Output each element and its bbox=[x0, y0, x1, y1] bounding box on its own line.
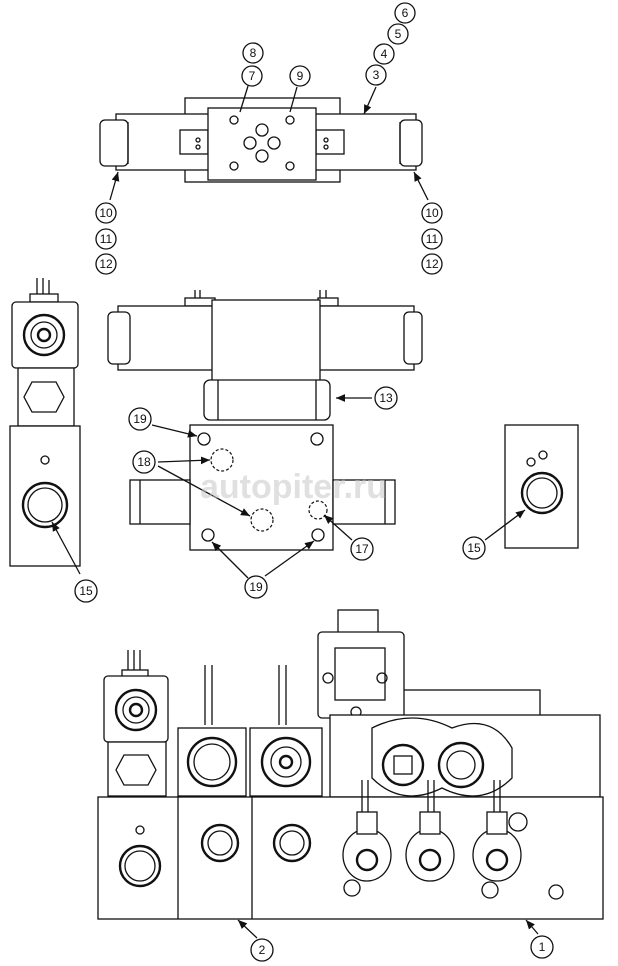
callout-5: 5 bbox=[387, 23, 409, 45]
callout-13: 13 bbox=[374, 386, 398, 410]
svg-text:1: 1 bbox=[539, 940, 546, 954]
callout-15-left: 15 bbox=[74, 579, 98, 603]
callout-19-upper: 19 bbox=[128, 407, 152, 431]
side-view-right-plate bbox=[484, 424, 579, 549]
callout-3: 3 bbox=[365, 64, 387, 86]
watermark: autopiter.ru bbox=[200, 468, 387, 506]
callout-19-lower: 19 bbox=[244, 575, 268, 599]
svg-text:12: 12 bbox=[99, 257, 113, 271]
manifold-assembly bbox=[97, 609, 604, 939]
svg-text:19: 19 bbox=[249, 580, 263, 594]
callout-15-right: 15 bbox=[462, 536, 486, 560]
svg-text:12: 12 bbox=[425, 257, 439, 271]
callout-12-right: 12 bbox=[421, 253, 443, 275]
svg-text:5: 5 bbox=[395, 27, 402, 41]
svg-text:7: 7 bbox=[249, 69, 256, 83]
front-view-valve-assembly bbox=[107, 290, 423, 579]
callout-11-left: 11 bbox=[95, 228, 117, 250]
callout-10-left: 10 bbox=[95, 202, 117, 224]
callout-6: 6 bbox=[394, 2, 416, 24]
svg-text:10: 10 bbox=[425, 206, 439, 220]
callout-12-left: 12 bbox=[95, 253, 117, 275]
svg-text:15: 15 bbox=[467, 541, 481, 555]
subplate-ports bbox=[195, 115, 329, 171]
svg-text:11: 11 bbox=[426, 232, 439, 246]
callout-7: 7 bbox=[241, 65, 263, 87]
callout-4: 4 bbox=[373, 43, 395, 65]
pressure-switches bbox=[342, 780, 522, 882]
svg-text:10: 10 bbox=[99, 206, 113, 220]
svg-text:15: 15 bbox=[79, 584, 93, 598]
callout-18: 18 bbox=[132, 450, 156, 474]
callouts-middle: 13 19 18 17 19 15 15 bbox=[74, 386, 486, 603]
svg-text:11: 11 bbox=[100, 232, 113, 246]
svg-text:3: 3 bbox=[373, 68, 380, 82]
callout-2: 2 bbox=[250, 938, 274, 962]
callout-17: 17 bbox=[350, 537, 374, 561]
side-view-left-valve bbox=[9, 278, 81, 575]
svg-text:4: 4 bbox=[381, 47, 388, 61]
top-view-directional-valve bbox=[99, 85, 429, 201]
svg-text:13: 13 bbox=[379, 391, 393, 405]
callouts-top: 6 5 4 3 8 7 9 10 11 12 10 11 12 bbox=[95, 2, 443, 275]
callout-11-right: 11 bbox=[421, 228, 443, 250]
callout-1: 1 bbox=[530, 935, 554, 959]
callouts-bottom: 2 1 bbox=[250, 935, 554, 962]
svg-text:17: 17 bbox=[355, 542, 369, 556]
callout-9: 9 bbox=[289, 65, 311, 87]
svg-text:19: 19 bbox=[133, 412, 147, 426]
svg-text:8: 8 bbox=[250, 46, 257, 60]
svg-text:9: 9 bbox=[297, 69, 304, 83]
svg-text:6: 6 bbox=[402, 6, 409, 20]
callout-8: 8 bbox=[242, 42, 264, 64]
svg-text:18: 18 bbox=[137, 455, 151, 469]
callout-10-right: 10 bbox=[421, 202, 443, 224]
svg-text:2: 2 bbox=[259, 943, 266, 957]
